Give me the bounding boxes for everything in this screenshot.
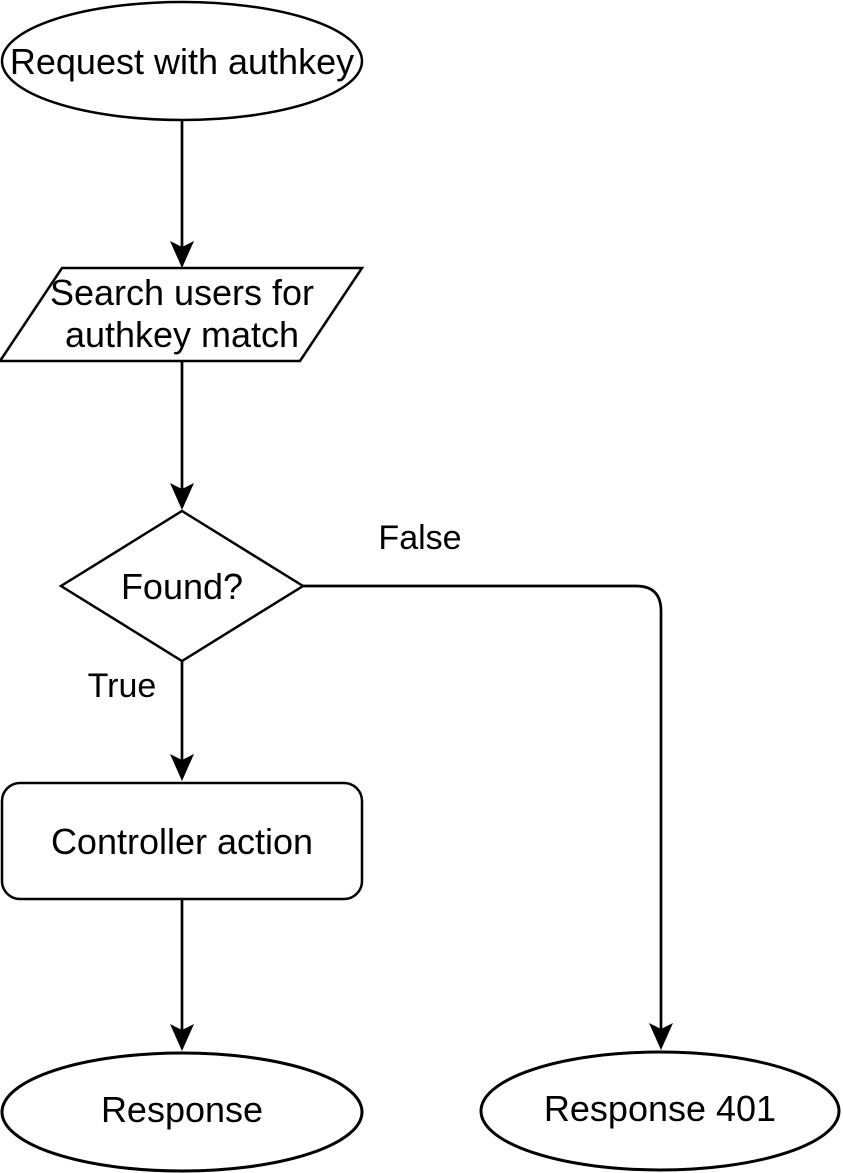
false-edge-label: False: [378, 519, 461, 557]
response-401-node: [479, 1050, 841, 1172]
response-ok-node: [0, 1051, 364, 1173]
decision-node-label: Found?: [121, 566, 243, 607]
arrowhead-search-to-decision-icon: [170, 483, 194, 510]
arrowhead-controller-to-response-icon: [170, 1024, 194, 1051]
start-node: [0, 0, 364, 122]
response-ok-node-label: Response: [101, 1089, 263, 1130]
start-node-label: Request with authkey: [10, 41, 354, 82]
edge-decision-to-response401: [303, 584, 663, 1029]
search-node-label-line2: authkey match: [65, 314, 299, 355]
arrowhead-start-to-search-icon: [170, 241, 194, 268]
search-node: [0, 266, 365, 363]
true-edge-label: True: [88, 667, 157, 705]
response-401-node-label: Response 401: [544, 1088, 776, 1129]
search-node-label-line1: Search users for: [50, 272, 314, 313]
decision-node: [58, 509, 306, 663]
arrowhead-decision-to-controller-icon: [170, 754, 194, 781]
arrowhead-decision-to-response401-icon: [649, 1023, 673, 1050]
controller-node-label: Controller action: [51, 821, 313, 862]
controller-node: [0, 781, 364, 901]
